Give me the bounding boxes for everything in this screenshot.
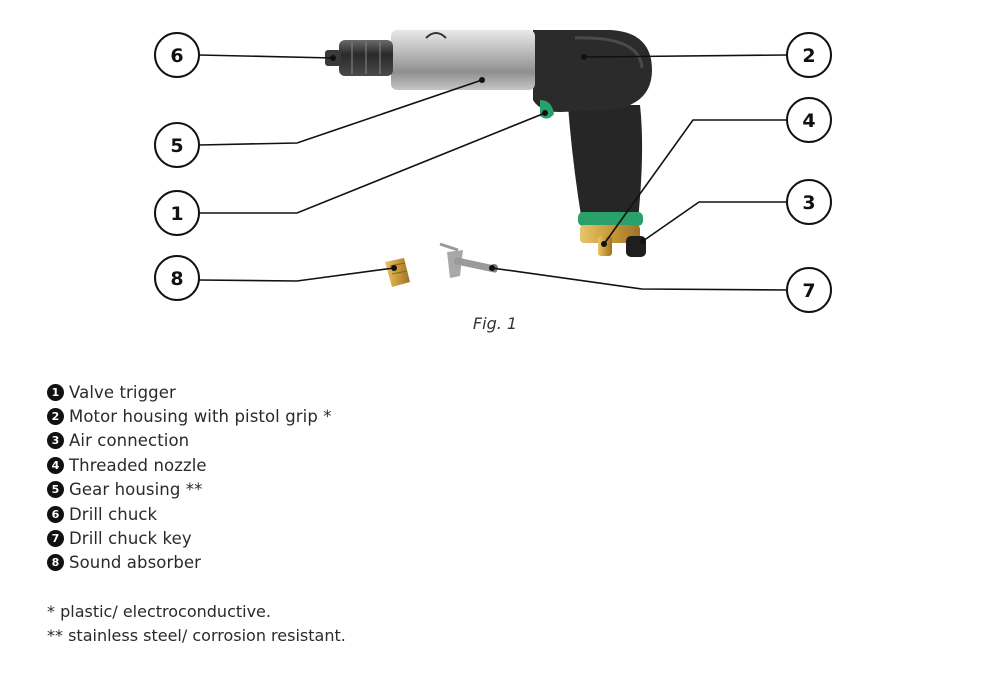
pistol-grip [568, 105, 643, 222]
number-bullet: 1 [47, 383, 64, 401]
gear-housing-part [391, 30, 535, 90]
number-bullet: 2 [47, 408, 64, 426]
legend-item: 4 Threaded nozzle [47, 453, 332, 477]
footnote-stainless: ** stainless steel/ corrosion resistant. [47, 626, 346, 645]
callout-6: 6 [154, 32, 200, 78]
callout-2: 2 [786, 32, 832, 78]
leader-line-8 [198, 267, 395, 282]
callout-label: 1 [170, 203, 183, 225]
callout-3: 3 [786, 179, 832, 225]
legend-item: 5 Gear housing ** [47, 478, 332, 502]
drill-illustration: 6 5 1 8 2 4 3 7 [154, 30, 832, 313]
legend-text: Threaded nozzle [69, 455, 207, 475]
footnote-plastic: * plastic/ electroconductive. [47, 602, 271, 621]
number-bullet: 8 [47, 554, 64, 572]
legend-text: Drill chuck key [69, 529, 192, 549]
leader-line-5 [198, 79, 483, 146]
callout-label: 5 [170, 135, 183, 157]
leader-lines [198, 54, 788, 291]
callout-4: 4 [786, 97, 832, 143]
legend-item: 6 Drill chuck [47, 502, 332, 526]
callout-8: 8 [154, 255, 200, 301]
figure-caption: Fig. 1 [472, 314, 518, 333]
number-bullet: 7 [47, 530, 64, 548]
number-bullet: 3 [47, 432, 64, 450]
callout-label: 4 [802, 110, 815, 132]
leader-line-3 [642, 201, 787, 242]
callout-1: 1 [154, 190, 200, 236]
legend-item: 1 Valve trigger [47, 380, 332, 404]
sound-absorber-part [385, 258, 410, 287]
number-bullet: 4 [47, 456, 64, 474]
pneumatic-drill [325, 30, 652, 257]
legend-item: 3 Air connection [47, 429, 332, 453]
green-ring [578, 212, 643, 226]
motor-housing [533, 30, 652, 112]
callout-7: 7 [786, 267, 832, 313]
callout-label: 3 [802, 192, 815, 214]
chuck-key-part [439, 242, 498, 278]
legend-text: Air connection [69, 431, 190, 451]
legend-text: Valve trigger [69, 382, 176, 402]
legend-item: 2 Motor housing with pistol grip * [47, 404, 332, 428]
legend-item: 8 Sound absorber [47, 551, 332, 575]
callout-label: 6 [170, 45, 183, 67]
leader-line-6 [198, 54, 334, 59]
callout-label: 2 [802, 45, 815, 67]
number-bullet: 5 [47, 481, 64, 499]
leader-line-1 [199, 112, 546, 214]
legend-text: Motor housing with pistol grip * [69, 407, 332, 427]
callout-label: 8 [170, 268, 183, 290]
leader-line-7 [491, 267, 788, 291]
base-ring [580, 225, 640, 243]
legend-text: Sound absorber [69, 553, 202, 573]
callout-label: 7 [802, 280, 815, 302]
parts-legend: 1 Valve trigger 2 Motor housing with pisto… [47, 380, 332, 575]
legend-text: Gear housing ** [69, 480, 203, 500]
callout-5: 5 [154, 122, 200, 168]
leader-line-4 [603, 119, 787, 245]
leader-line-2 [583, 54, 788, 58]
legend-text: Drill chuck [69, 504, 158, 524]
footnotes: * plastic/ electroconductive. ** stainle… [47, 600, 346, 648]
legend-item: 7 Drill chuck key [47, 526, 332, 550]
number-bullet: 6 [47, 505, 64, 523]
